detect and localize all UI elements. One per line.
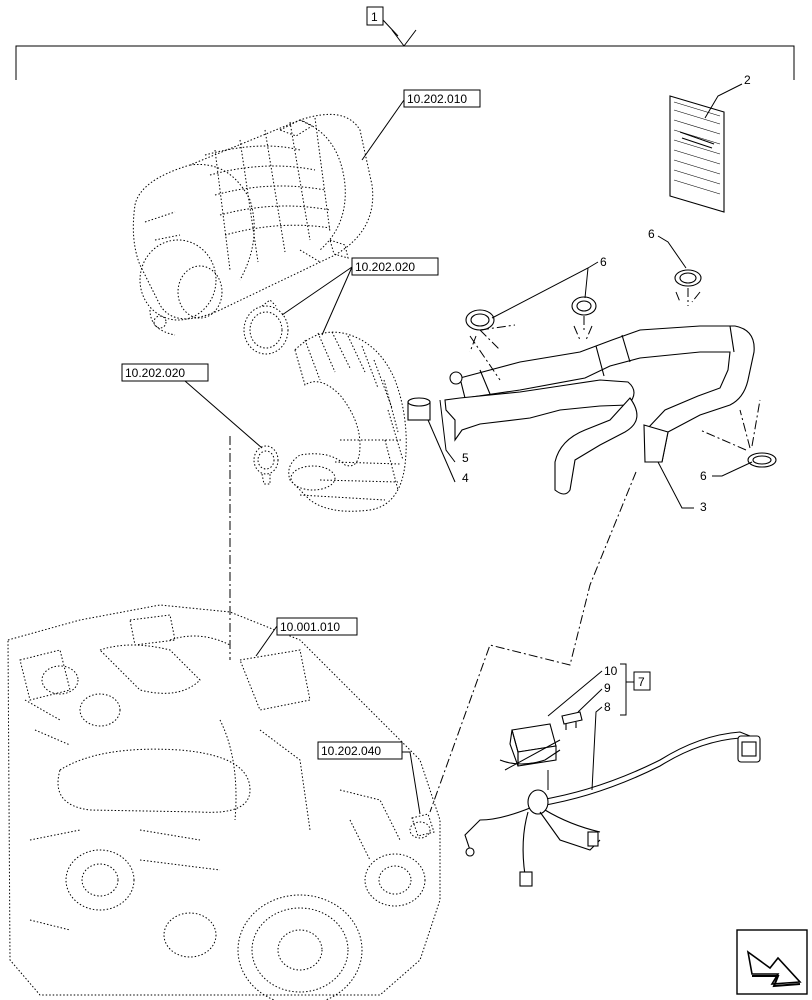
callout-7: 7 (638, 675, 645, 689)
next-page-arrow-icon[interactable] (736, 929, 808, 995)
assembly-bracket: 1 (15, 6, 795, 80)
callout-5: 5 (462, 451, 469, 465)
item-1-label: 1 (371, 10, 378, 24)
ref-hose-clamps: 10.202.020 (355, 260, 415, 274)
callout-9: 9 (604, 681, 611, 695)
wiring-harness (464, 731, 761, 887)
manual-booklet (669, 95, 725, 213)
fuse (561, 711, 583, 730)
ref-air-filter: 10.202.010 (407, 92, 467, 106)
callout-6-c: 6 (700, 469, 707, 483)
ref-engine: 10.001.010 (280, 620, 340, 634)
hose-clamp-upper (243, 299, 289, 355)
callout-6-a: 6 (600, 255, 607, 269)
callout-4: 4 (462, 471, 469, 485)
engine-drawing (7, 604, 441, 1000)
ref-sensor: 10.202.040 (321, 744, 381, 758)
pipe-clamps (465, 269, 777, 468)
air-filter-drawing (132, 113, 374, 336)
hose-clamp-front (253, 445, 279, 485)
callout-10: 10 (604, 664, 618, 678)
callout-8: 8 (604, 700, 611, 714)
relay-box (499, 723, 561, 771)
callout-3: 3 (700, 500, 707, 514)
ref-front-clamp: 10.202.020 (125, 366, 185, 380)
callout-6-b: 6 (648, 227, 655, 241)
callout-2: 2 (744, 73, 751, 87)
air-hose (288, 331, 407, 512)
intake-pipe (407, 325, 755, 495)
